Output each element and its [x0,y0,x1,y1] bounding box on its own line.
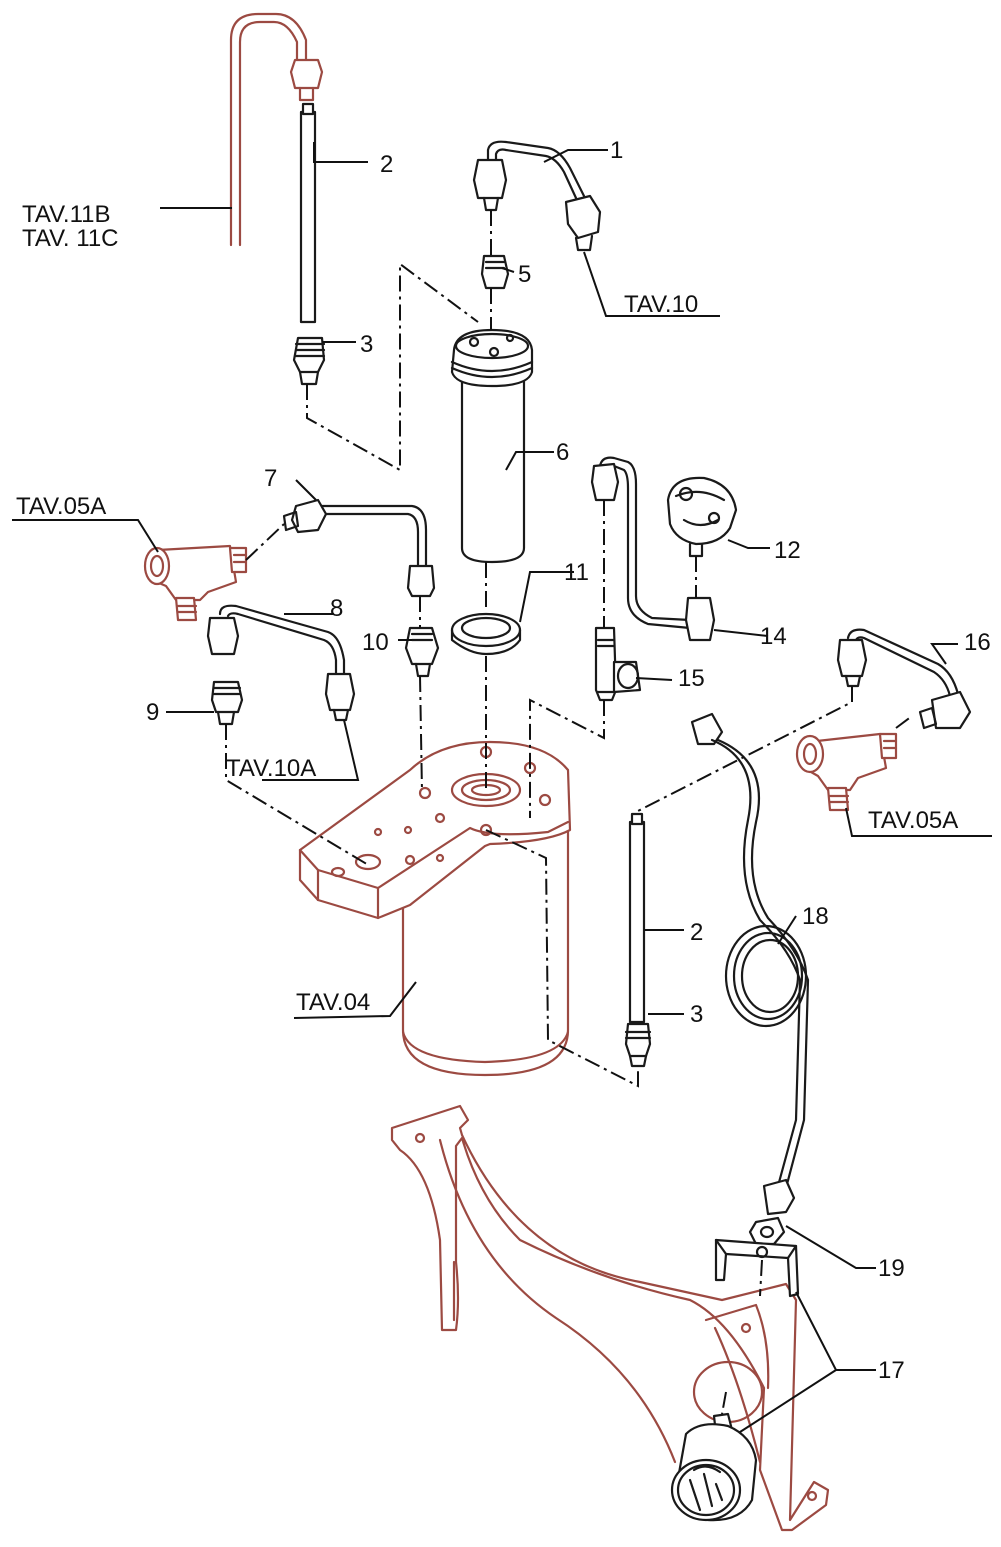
part-6-cartridge [450,328,534,564]
label-9: 9 [146,699,159,726]
reference-labels: TAV.11B TAV. 11C TAV.10 TAV.05A TAV.10A … [16,201,958,1016]
ref-tav10a: TAV.10A [226,755,316,782]
reference-pipe-top-left [229,12,324,247]
part-15-tee [594,626,642,702]
ref-tav10: TAV.10 [624,291,698,318]
ref-tav05a-right: TAV.05A [868,807,958,834]
part-3-nut-bottom [624,1022,652,1068]
label-17: 17 [878,1357,905,1384]
label-11: 11 [564,559,589,586]
part-12-sensor [666,476,738,558]
label-2-bottom: 2 [690,919,703,946]
reference-tee-left [143,544,248,622]
label-8: 8 [330,595,343,622]
label-12: 12 [774,537,801,564]
ref-tav11b: TAV.11B [22,201,111,228]
part-3-nut-top [292,336,326,386]
label-1: 1 [610,137,623,164]
label-3-top: 3 [360,331,373,358]
part-2-tube-top [299,102,317,324]
label-16: 16 [964,629,991,656]
ref-tav05a-left: TAV.05A [16,493,106,520]
label-7: 7 [264,465,277,492]
part-17-mounting-plate [714,1238,800,1298]
label-3-bottom: 3 [690,1001,703,1028]
assembly-centerlines [225,210,913,1415]
part-5-fitting [480,254,510,290]
part-7-pipe [282,498,436,598]
part-11-oring [450,612,522,656]
part-9-fitting [210,680,244,726]
part-8-pipe [206,604,356,722]
reference-bracket [390,1104,830,1532]
leader-lines [12,142,992,1433]
part-10-fitting [404,626,440,678]
ref-tav04: TAV.04 [296,989,370,1016]
label-5: 5 [518,261,531,288]
part-2-tube-bottom [628,812,646,1024]
part-labels: 1 2 5 3 6 7 12 11 8 14 10 16 15 9 18 2 3… [146,137,991,1384]
label-15: 15 [678,665,705,692]
reference-tee-right [795,732,898,812]
part-17-gauge [670,1412,758,1522]
part-19-nut [748,1216,786,1246]
label-19: 19 [878,1255,905,1282]
label-14: 14 [760,623,787,650]
part-18-capillary [690,712,810,1216]
label-2-top: 2 [380,151,393,178]
label-18: 18 [802,903,829,930]
part-16-pipe [836,628,972,730]
part-14-pipe-fitting [590,456,716,642]
ref-tav11c: TAV. 11C [22,225,119,252]
part-1-pipe [472,140,602,252]
label-6: 6 [556,439,569,466]
label-10: 10 [362,629,389,656]
